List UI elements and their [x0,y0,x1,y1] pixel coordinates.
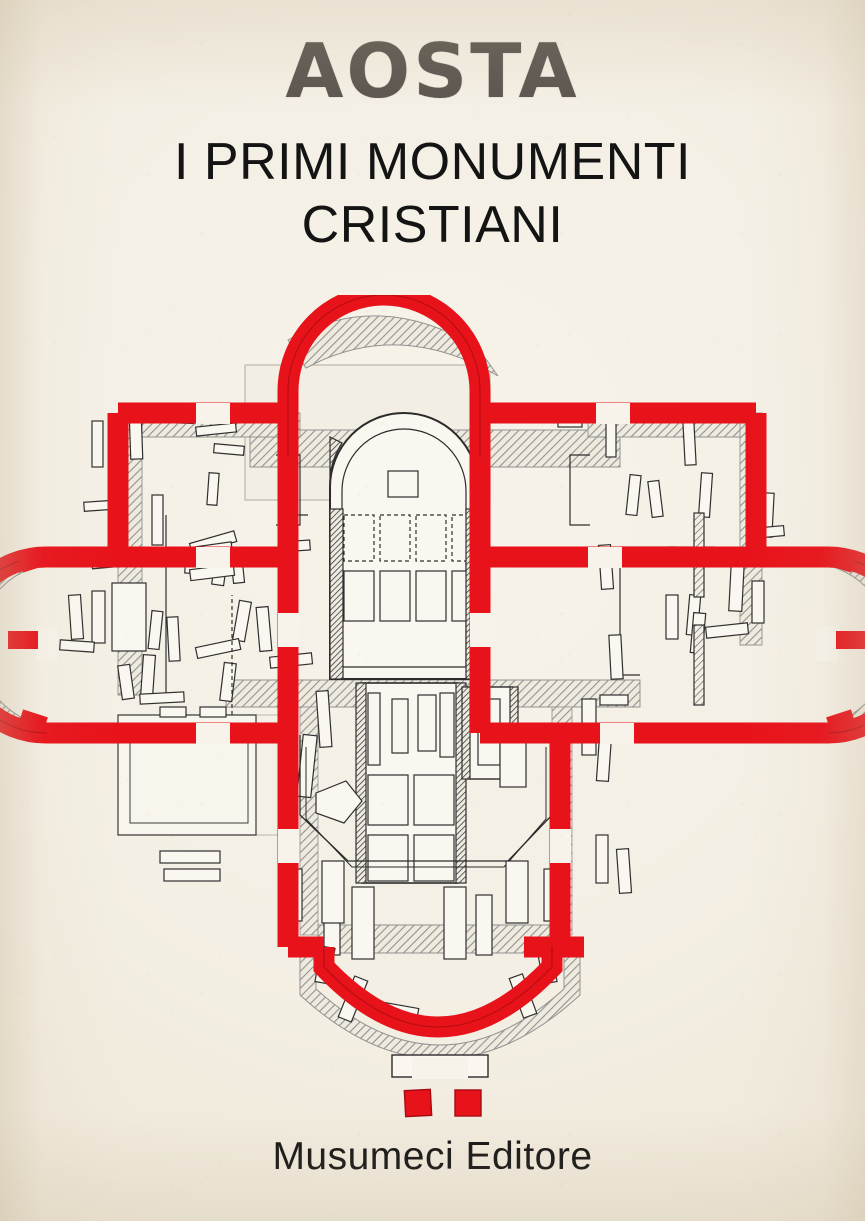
red-square-mark-right [454,1089,482,1117]
page-title: AOSTA [285,27,580,115]
plan-red-wall-outline [0,295,865,1028]
plan-survey-linework [59,412,786,1078]
plan-apse-buttresses [8,549,865,733]
legend-red-marks [403,1088,482,1118]
publisher-name: Musumeci Editore [272,1135,593,1178]
title-block: AOSTA I PRIMI MONUMENTI CRISTIANI [0,34,865,258]
subtitle-line-1: I PRIMI MONUMENTI [174,133,691,191]
subtitle: I PRIMI MONUMENTI CRISTIANI [0,131,865,258]
architectural-plan-illustration [0,295,865,1125]
plan-svg [0,295,865,1118]
subtitle-line-2: CRISTIANI [301,196,564,255]
red-square-mark-left [403,1088,433,1118]
plan-wall-openings [36,403,838,1079]
